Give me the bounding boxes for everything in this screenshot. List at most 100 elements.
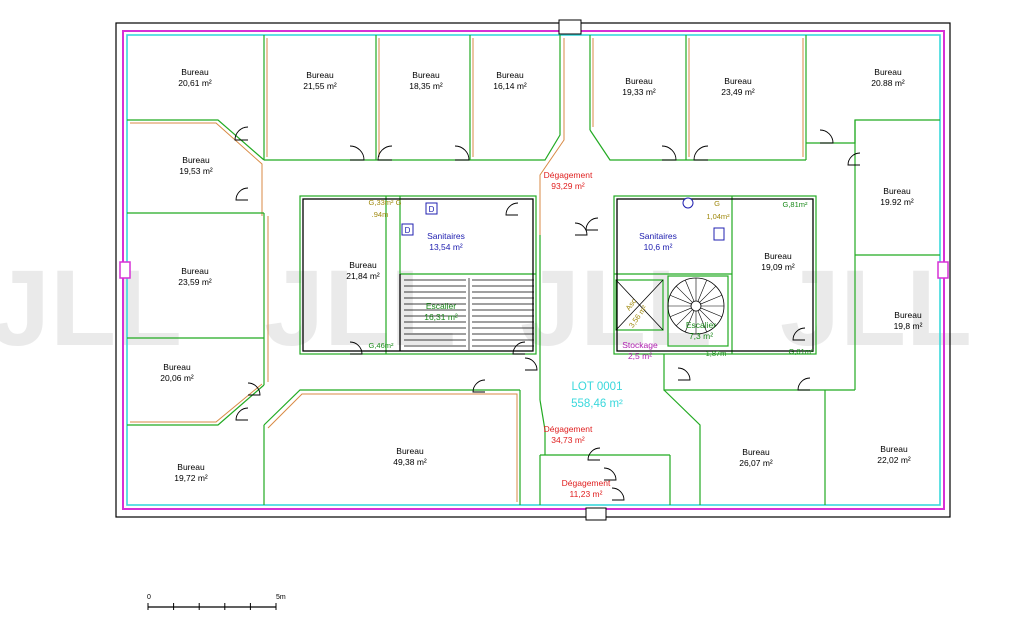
door-swing <box>585 217 599 231</box>
room-area: 34,73 m² <box>551 435 585 445</box>
room-name: Bureau <box>177 462 205 472</box>
room-name: Bureau <box>883 186 911 196</box>
spiral-step <box>670 307 692 317</box>
top-entrance-gap <box>558 19 582 35</box>
door-swing <box>349 341 363 355</box>
room-name: Bureau <box>880 444 908 454</box>
top-row-walls <box>127 35 940 161</box>
room-name: Dégagement <box>544 170 593 180</box>
small-label: G <box>714 199 720 208</box>
toilet-icon <box>713 227 725 241</box>
accessible-toilet-glyph-2: D <box>405 226 411 235</box>
room-name: Bureau <box>764 251 792 261</box>
room-name: Bureau <box>742 447 770 457</box>
room-area: 7,3 m² <box>689 331 713 341</box>
room-name: Bureau <box>306 70 334 80</box>
room-name: Dégagement <box>562 478 611 488</box>
outer-walls <box>115 19 951 521</box>
small-label: G,81m² <box>788 347 814 356</box>
room-area: 93,29 m² <box>551 181 585 191</box>
room-name: Escalier <box>426 301 456 311</box>
left-column-walls-orange <box>130 216 518 502</box>
door-swing <box>512 341 526 355</box>
door-swing <box>574 222 588 236</box>
spiral-stair <box>667 277 725 335</box>
spiral-step <box>697 310 707 332</box>
door-swing <box>454 145 470 161</box>
doors <box>234 126 861 501</box>
room-area: 19,72 m² <box>174 473 208 483</box>
spiral-step <box>700 295 722 305</box>
scale-bar: 0 5m <box>147 594 286 610</box>
spiral-step <box>675 309 693 327</box>
accessible-toilet-glyph: D <box>429 205 435 214</box>
room-area: 13,54 m² <box>429 242 463 252</box>
room-area: 19,33 m² <box>622 87 656 97</box>
room-area: 2,5 m² <box>628 351 652 361</box>
room-area: 19,09 m² <box>761 262 795 272</box>
small-label: 1,87m <box>706 349 727 358</box>
door-swing <box>235 407 249 421</box>
room-name: Bureau <box>625 76 653 86</box>
room-name: Bureau <box>894 310 922 320</box>
room-area: 19,8 m² <box>894 321 923 331</box>
accessible-toilet-icon <box>425 202 438 215</box>
left-notch <box>119 261 131 279</box>
room-name: Bureau <box>181 67 209 77</box>
door-swing <box>792 327 806 341</box>
spiral-step <box>699 309 717 327</box>
outer-wall-outline <box>115 22 951 518</box>
room-area: 20,06 m² <box>160 373 194 383</box>
lot-name: LOT 0001 <box>572 381 623 393</box>
accessible-toilet-icon-2 <box>401 223 414 236</box>
room-name: Bureau <box>396 446 424 456</box>
center-core-dark-walls <box>302 198 814 352</box>
room-name: Stockage <box>622 340 658 350</box>
door-swing <box>819 129 834 144</box>
room-area: 22,02 m² <box>877 455 911 465</box>
room-name: Bureau <box>181 266 209 276</box>
room-name: Bureau <box>182 155 210 165</box>
room-name: Bureau <box>163 362 191 372</box>
door-swing <box>234 126 249 141</box>
door-swing <box>524 357 538 371</box>
room-name: Bureau <box>349 260 377 270</box>
door-swing <box>247 382 261 396</box>
room-area: 18,35 m² <box>409 81 443 91</box>
door-swing <box>603 467 617 481</box>
room-name: Sanitaires <box>427 231 465 241</box>
room-area: 11,23 m² <box>570 489 603 499</box>
bottom-entrance-gap <box>585 507 607 521</box>
room-area: 16,31 m² <box>424 312 458 322</box>
lot-label: LOT 0001 558,46 m² <box>571 381 623 410</box>
room-area: 10,6 m² <box>644 242 673 252</box>
door-swing <box>472 379 486 393</box>
stair-treads <box>404 278 534 350</box>
room-area: 21,84 m² <box>346 271 380 281</box>
room-area: 23,49 m² <box>721 87 755 97</box>
sanitary-icons: D D <box>401 197 725 241</box>
room-name: Bureau <box>496 70 524 80</box>
scale-start-label: 0 <box>147 594 151 601</box>
room-area: 20,61 m² <box>178 78 212 88</box>
room-area: 20.88 m² <box>871 78 905 88</box>
spiral-step <box>685 310 695 332</box>
elevator-shaft <box>615 279 664 331</box>
door-swing <box>235 187 249 201</box>
lot-area: 558,46 m² <box>571 398 623 410</box>
